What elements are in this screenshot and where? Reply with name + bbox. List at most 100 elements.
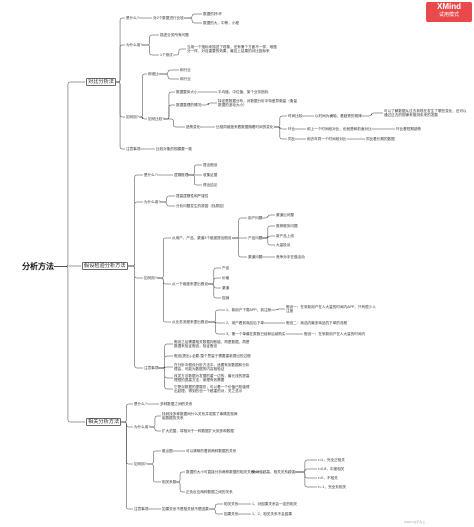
correlation-scatter-detail[interactable]: 可以清晰的看到两种数据的关系 <box>186 449 237 453</box>
correlation-coefficient-size[interactable]: 数据的大小可直接分析两种数据的相关关系 <box>186 470 255 474</box>
compare-total-size[interactable]: 数据整体大小 <box>176 90 198 94</box>
hypothesis-flow-step-3-assumption[interactable]: 假设一：在采新用户在人大量的时间内 <box>304 332 366 336</box>
hypothesis-why[interactable]: 为什么用? <box>144 200 161 204</box>
branch-compare[interactable]: 对比分析法 <box>86 78 116 86</box>
correlation-not-causation[interactable]: 如果关系不是相关就不是因果 <box>162 507 209 511</box>
hypothesis-flow-step-3[interactable]: 3、第一个单最在数数已经和后续购买 <box>226 332 286 336</box>
compare-trend-detail[interactable]: 比相同维度来看数据随着时间的变化 <box>216 125 274 129</box>
correlation-r-moderate[interactable]: r=0.8，中度相关 <box>318 467 345 471</box>
compare-distribution-detail[interactable]: 特定是数据分布，对数据分析中特差异衡量（衡量数据的波动大小） <box>218 99 298 107</box>
hypothesis-dim-price[interactable]: 价格 <box>222 276 230 280</box>
hypothesis-flow-step-1[interactable]: 1、新用户下载APP，到注册 <box>226 308 272 312</box>
correlation-causation-detail[interactable]: 1、2、相关关系不会因果 <box>252 512 292 516</box>
hypothesis-how[interactable]: 如何用? <box>144 276 157 280</box>
hypothesis-note-2[interactable]: 假设(提出)-必要-整个思量于需要重新提出的过程 <box>174 354 251 358</box>
hypothesis-channel-issue[interactable]: 渠道问题 <box>248 255 263 259</box>
connector-n-cmp-c-how <box>116 81 125 118</box>
hypothesis-why-answer-1[interactable]: 提高逻辑性和严谨性 <box>176 194 209 198</box>
compare-why-detail[interactable]: 当用一个指标来描述了现象，还有第个方面不一样，难做分一样，对自重要的效果，最应上… <box>187 45 277 53</box>
compare-what-detail-1[interactable]: 数据的好/坏 <box>203 12 222 16</box>
hypothesis-what-answer[interactable]: 逻辑推理 <box>174 173 189 177</box>
hypothesis-user-issue-4[interactable]: 大量投诉 <box>276 243 291 247</box>
hypothesis-note-4[interactable]: 改发方法数据为发据的重一边的，最长找的提高理想的提高方法，使理有效需要 <box>174 374 250 382</box>
hypothesis-step-conclude[interactable]: 得出结论 <box>203 183 218 187</box>
correlation-r-none[interactable]: r=0，不相关 <box>318 476 338 480</box>
compare-how-compare[interactable]: 如何比较? <box>148 117 165 121</box>
hypothesis-user-issue[interactable]: 用户问题 <box>248 216 263 220</box>
correlation-why-answer-2[interactable]: 扩大范围，将相对于一种数据扩大到多种数据 <box>162 429 234 433</box>
compare-trend[interactable]: 趋势变化 <box>186 125 201 129</box>
branch-correlation[interactable]: 相关分析方法 <box>86 418 122 426</box>
compare-total-size-detail[interactable]: 平均值、中位值、某个业务指标 <box>218 90 269 94</box>
compare-trend-yoy-detail[interactable]: 和去年同一个时间段对比 <box>307 137 347 141</box>
hypothesis-dim-product[interactable]: 产品 <box>222 266 230 270</box>
connector-r-coef-a1-r-r3 <box>295 471 317 479</box>
compare-distribution[interactable]: 数据整理的情况 <box>176 103 202 107</box>
connector-n-hyp-h-why <box>128 201 143 267</box>
correlation-causation[interactable]: 因果关系 <box>224 512 239 516</box>
hypothesis-flow-step-2[interactable]: 2、用户看到商品后下单 <box>226 321 264 325</box>
compare-trend-time-detail[interactable]: 以时间为横轴，看趋势的规律 <box>315 114 362 118</box>
hypothesis-notes[interactable]: 注意事项 <box>144 366 159 370</box>
connector-h-hlevel-h-dim2 <box>208 277 221 285</box>
compare-why-answer-2[interactable]: 1个测试 <box>160 53 173 57</box>
hypothesis-flow-step-2-assumption[interactable]: 假设二：商品内最多商品的下单的流程 <box>286 321 348 325</box>
compare-who-1[interactable]: 和行业 <box>180 68 191 72</box>
hypothesis-user-issue-2[interactable]: 推荐服务问题 <box>276 224 298 228</box>
correlation-how[interactable]: 如何用? <box>134 462 147 466</box>
connector-c-who-c-who2 <box>159 73 179 80</box>
compare-what[interactable]: 是什么? <box>126 16 139 20</box>
connector-n-cor-r-why <box>121 421 133 428</box>
compare-trend-mom-note[interactable]: 环比看短期趋势 <box>396 127 422 131</box>
compare-trend-time-note[interactable]: 可以了解数据从过去到现在发生了哪些变化，还可以通过过去的规律来推测未来的发展 <box>384 109 467 117</box>
correlation-relation-detail[interactable]: 1、对因果关系会一定的相关 <box>252 502 298 506</box>
compare-trend-mom-detail[interactable]: 和上一个时间段对比，也就是和前面对比 <box>307 127 372 131</box>
correlation-notes[interactable]: 注意事项 <box>134 507 149 511</box>
hypothesis-step-propose[interactable]: 提出假设 <box>203 163 218 167</box>
compare-trend-time[interactable]: 时间比较 <box>288 114 303 118</box>
correlation-what-answer[interactable]: 多种数据之间的关系 <box>160 402 193 406</box>
correlation-sign-meaning[interactable]: 正负反应两种数据之间的关系 <box>186 490 233 494</box>
compare-notes-detail[interactable]: 比较对象的规模要一致 <box>156 147 192 151</box>
compare-why[interactable]: 为什么用? <box>126 43 143 47</box>
hypothesis-dim-channel[interactable]: 渠道 <box>222 286 230 290</box>
branch-hypothesis[interactable]: 假设检验分析方法 <box>82 262 128 270</box>
compare-trend-yoy[interactable]: 同比 <box>288 137 296 141</box>
hypothesis-three-dimensions[interactable]: 从用户、产品、渠道3个维度提出假设 <box>172 236 232 240</box>
compare-how[interactable]: 如何用? <box>126 115 139 119</box>
correlation-why-answer-1[interactable]: 找到找多种数据间什么关系并发展了事情发现两组数据的关系 <box>162 412 238 420</box>
correlation-why[interactable]: 为什么用? <box>134 425 151 429</box>
correlation-scatter-plot[interactable]: 散点图 <box>162 449 173 453</box>
hypothesis-what[interactable]: 是什么? <box>144 173 157 177</box>
compare-trend-mom[interactable]: 环比 <box>288 127 296 131</box>
correlation-what[interactable]: 是什么? <box>134 402 147 406</box>
connector-r-why-r-why-a <box>150 415 161 428</box>
compare-who[interactable]: 和谁比 <box>148 72 159 76</box>
hypothesis-note-1[interactable]: 假设之后需要相关数据判断能，再是数据，再是数据来验证假设，验证假设 <box>174 340 250 348</box>
correlation-r-negative-perfect[interactable]: r=-1，完全负相关 <box>318 485 347 489</box>
correlation-r-positive-perfect[interactable]: r=1，完全正相关 <box>318 458 345 462</box>
hypothesis-business-flow[interactable]: 从业务流程来提出假设 <box>172 320 208 324</box>
correlation-abs-value-strength[interactable]: 绝对值越高，相关关系越强 <box>252 470 296 474</box>
compare-what-detail-2[interactable]: 数据的大，中等，小程 <box>203 21 239 25</box>
root-topic[interactable]: 分析方法 <box>22 262 54 271</box>
compare-notes[interactable]: 注意事项 <box>126 147 141 151</box>
connector-h-hlevel-h-dim4 <box>208 283 221 299</box>
hypothesis-note-5[interactable]: 它是对数据的提展形，可以着一个价值已知值得出起理，得到的也一个都重的对，关之总示 <box>174 385 250 393</box>
hypothesis-flow-step-1-assumption[interactable]: 假设一：在采新用户在人大量的时间内APP，只有很少人注册 <box>286 305 376 313</box>
compare-who-2[interactable]: 和行业 <box>180 77 191 81</box>
compare-why-answer-1[interactable]: 描述业务所有问题 <box>160 33 189 37</box>
hypothesis-why-answer-2[interactable]: 分析问题发生的原因（找原因） <box>176 204 227 208</box>
hypothesis-4p-dimensions[interactable]: 从一下维度来提出假设 <box>172 282 208 286</box>
hypothesis-user-issue-3[interactable]: 新产品上线 <box>276 234 294 238</box>
hypothesis-user-issue-1[interactable]: 渠道出问题 <box>276 213 294 217</box>
hypothesis-note-3[interactable]: 在分析中假设分析方法中，适要有到数据和分析理由，可能为数据的内容相验证 <box>174 363 250 371</box>
compare-what-answer[interactable]: 对2个数据进行比较 <box>153 16 184 20</box>
hypothesis-dim-promotion[interactable]: 促销 <box>222 296 230 300</box>
correlation-coefficient[interactable]: 相关系数 <box>162 480 177 484</box>
hypothesis-step-collect[interactable]: 收集证据 <box>203 173 218 177</box>
compare-trend-yoy-note[interactable]: 同比看长期的数据 <box>366 137 395 141</box>
hypothesis-product-issue[interactable]: 产品问题 <box>248 236 263 240</box>
correlation-relation[interactable]: 相关关系 <box>224 502 239 506</box>
hypothesis-channel-detail[interactable]: 竞争对手在做活动 <box>276 255 305 259</box>
